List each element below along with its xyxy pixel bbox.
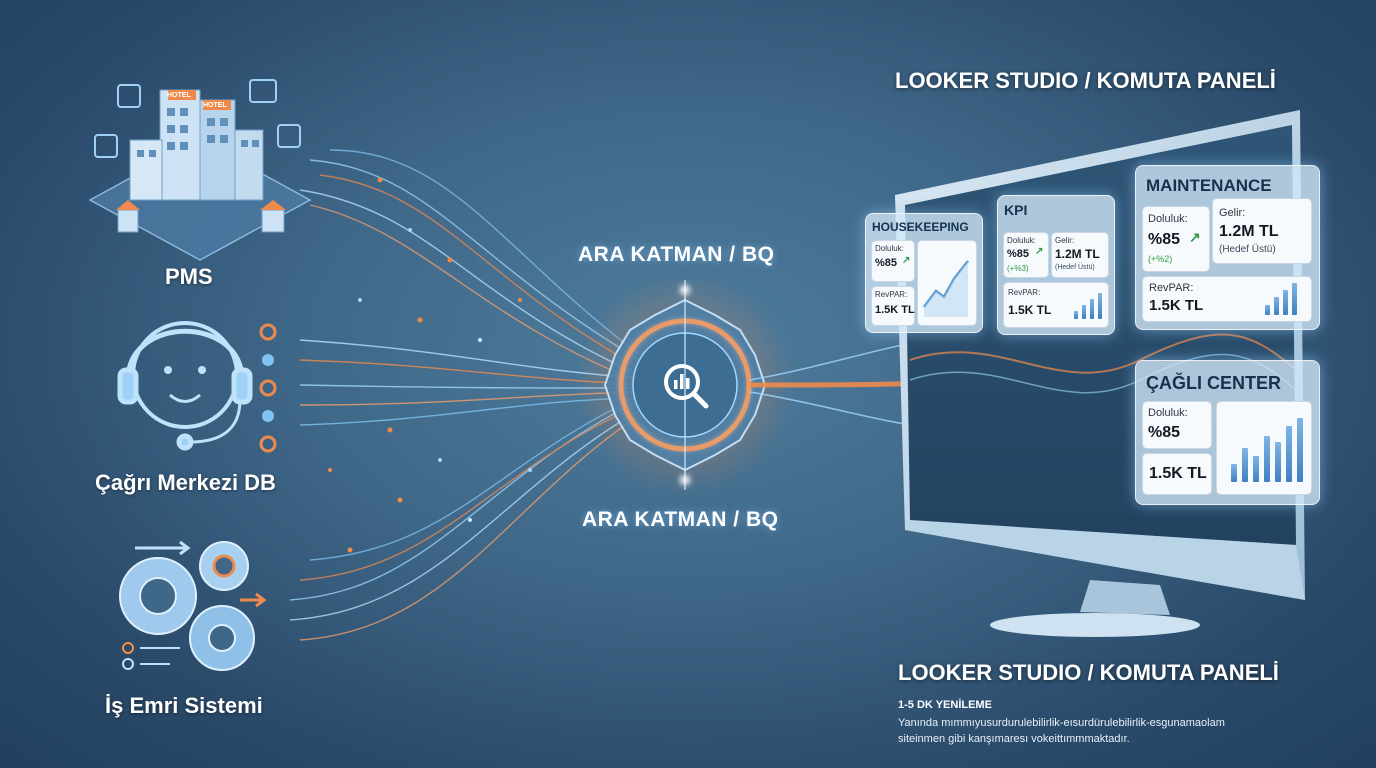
chart-bar: [1275, 442, 1281, 482]
housekeeping-line-chart: [917, 240, 977, 326]
revpar-value: 1.5K TL: [875, 304, 915, 316]
trend-up-icon: ↗: [1189, 229, 1201, 245]
revenue-value: 1.2M TL: [1055, 247, 1100, 261]
chart-bar: [1297, 418, 1303, 482]
mini-bar: [1292, 283, 1297, 315]
call-center-db-label: Çağrı Merkezi DB: [95, 470, 276, 495]
kpi-revpar-card: RevPAR: 1.5K TL: [1003, 282, 1109, 328]
kpi-title: KPI: [1004, 202, 1028, 218]
maintenance-title: MAINTENANCE: [1146, 176, 1272, 195]
footer-line-2: siteinmen gibi kanşımaresı vokeittımmmak…: [898, 733, 1130, 745]
kpi-occupancy-card: Doluluk: %85 ↗ (+%3): [1003, 232, 1049, 278]
data-hub: [575, 275, 795, 495]
revpar-value: 1.5K TL: [1008, 303, 1052, 317]
data-particles: [328, 177, 532, 553]
mini-bar: [1082, 305, 1086, 319]
revenue-note: (Hedef Üstü): [1055, 264, 1095, 271]
mini-bar: [1074, 311, 1078, 319]
chart-bar: [1253, 456, 1259, 482]
revpar-label: RevPAR:: [1149, 282, 1194, 294]
housekeeping-occupancy-card: Doluluk: %85 ↗: [871, 240, 915, 282]
mini-bar: [1265, 305, 1270, 315]
revpar-label: RevPAR:: [875, 290, 908, 299]
call-center-occupancy-card: Doluluk: %85: [1142, 401, 1212, 449]
occupancy-delta: (+%2): [1148, 254, 1173, 264]
hub-label-bottom: ARA KATMAN / BQ: [582, 508, 779, 531]
occupancy-label: Doluluk:: [1148, 213, 1188, 225]
line-chart-icon: [923, 260, 969, 317]
maintenance-occupancy-card: Doluluk: %85 ↗ (+%2): [1142, 206, 1210, 272]
chart-bar: [1231, 464, 1237, 482]
pms-flow-lines: [299, 149, 641, 383]
revpar-label: RevPAR:: [1008, 288, 1041, 297]
revenue-label: Gelir:: [1055, 236, 1075, 245]
occupancy-label: Doluluk:: [1148, 407, 1188, 419]
occupancy-value: %85: [875, 257, 898, 269]
hotel-buildings-icon: [88, 79, 312, 261]
maintenance-revenue-card: Gelir: 1.2M TL (Hedef Üstü): [1212, 198, 1312, 264]
pms-label: PMS: [165, 264, 213, 289]
revenue-label: Gelir:: [1219, 207, 1246, 219]
maintenance-revpar-card: RevPAR: 1.5K TL: [1142, 276, 1312, 322]
gears-icon: [119, 540, 267, 671]
chart-bar: [1286, 426, 1292, 482]
hotel-sign-left: HOTEL: [167, 92, 191, 99]
footer-line-1: Yanında mımmıyusurdurulebilirlik-eısurdü…: [898, 717, 1225, 729]
occupancy-value: %85: [1148, 231, 1181, 248]
maintenance-panel: MAINTENANCE Doluluk: %85 ↗ (+%2) Gelir: …: [1135, 165, 1320, 330]
mini-bar: [1283, 290, 1288, 315]
hub-label-top: ARA KATMAN / BQ: [578, 243, 775, 266]
hotel-sign-right: HOTEL: [203, 102, 227, 109]
revpar-value: 1.5K TL: [1149, 297, 1204, 314]
trend-up-icon: ↗: [1035, 246, 1044, 257]
kpi-panel: KPI Doluluk: %85 ↗ (+%3) Gelir: 1.2M TL …: [997, 195, 1115, 335]
chart-bar: [1242, 448, 1248, 482]
housekeeping-title: HOUSEKEEPING: [872, 220, 969, 234]
mini-bar: [1274, 297, 1279, 315]
revenue-note: (Hedef Üstü): [1219, 244, 1276, 255]
call-center-title: ÇAĞLI CENTER: [1146, 373, 1281, 393]
analytics-search-icon: [658, 358, 712, 412]
occupancy-delta: (+%3): [1007, 264, 1029, 273]
mini-bar: [1090, 299, 1094, 319]
chart-bar: [1264, 436, 1270, 482]
housekeeping-revpar-card: RevPAR: 1.5K TL: [871, 286, 915, 326]
kpi-revenue-card: Gelir: 1.2M TL (Hedef Üstü): [1051, 232, 1109, 278]
housekeeping-panel: HOUSEKEEPING Doluluk: %85 ↗ RevPAR: 1.5K…: [865, 213, 983, 333]
occupancy-value: %85: [1148, 424, 1181, 441]
mini-bar-chart: [1265, 283, 1297, 315]
occupancy-value: %85: [1007, 248, 1030, 260]
trend-up-icon: ↗: [902, 255, 911, 266]
work-order-system-label: İş Emri Sistemi: [105, 693, 263, 718]
mini-bar: [1098, 293, 1102, 319]
revpar-value: 1.5K TL: [1149, 465, 1207, 482]
occupancy-label: Doluluk:: [875, 244, 904, 253]
call-center-panel: ÇAĞLI CENTER Doluluk: %85 1.5K TL: [1135, 360, 1320, 505]
revenue-value: 1.2M TL: [1219, 223, 1279, 240]
call-center-revpar-card: 1.5K TL: [1142, 453, 1212, 495]
headset-agent-icon: [117, 321, 277, 453]
refresh-heading: 1-5 DK YENİLEME: [898, 699, 992, 711]
dashboard-title-top: LOOKER STUDIO / KOMUTA PANELİ: [895, 68, 1276, 93]
occupancy-label: Doluluk:: [1007, 236, 1036, 245]
call-center-bar-chart: [1216, 401, 1312, 495]
dashboard-title-bottom: LOOKER STUDIO / KOMUTA PANELİ: [898, 660, 1279, 685]
mini-bar-chart: [1074, 293, 1102, 319]
bar-chart: [1231, 416, 1303, 482]
